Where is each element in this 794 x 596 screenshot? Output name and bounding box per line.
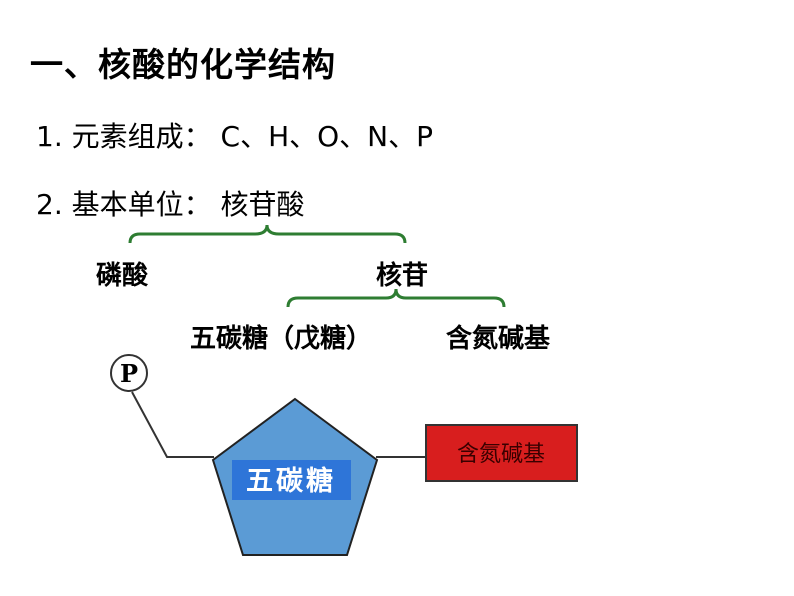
- lower-brace: [286, 288, 506, 308]
- page-title: 一、核酸的化学结构: [30, 45, 336, 84]
- nucleoside-label: 核苷: [376, 261, 429, 291]
- pentose-text-label: 五碳糖（戊糖）: [190, 324, 373, 354]
- basic-unit-label: 2. 基本单位：: [36, 188, 212, 221]
- basic-unit-value: 核苷酸: [220, 188, 305, 221]
- pentose-label: 五碳糖: [246, 465, 336, 497]
- phosphate-bond-line: [131, 391, 214, 458]
- element-composition-line: 1. 元素组成： C、H、O、N、P: [36, 115, 433, 155]
- pentose-label-bg: [232, 460, 351, 500]
- element-composition-value: C、H、O、N、P: [220, 120, 434, 153]
- basic-unit-line: 2. 基本单位： 核苷酸: [36, 183, 305, 223]
- phosphate-symbol: P: [120, 359, 138, 388]
- element-composition-label: 1. 元素组成：: [36, 120, 212, 153]
- base-box-label: 含氮碱基: [457, 442, 545, 467]
- base-box: [425, 424, 578, 482]
- nitrogenous-base-label: 含氮碱基: [446, 324, 551, 354]
- phosphate-circle: [110, 354, 148, 392]
- upper-brace: [128, 224, 407, 244]
- phosphate-label: 磷酸: [96, 261, 149, 291]
